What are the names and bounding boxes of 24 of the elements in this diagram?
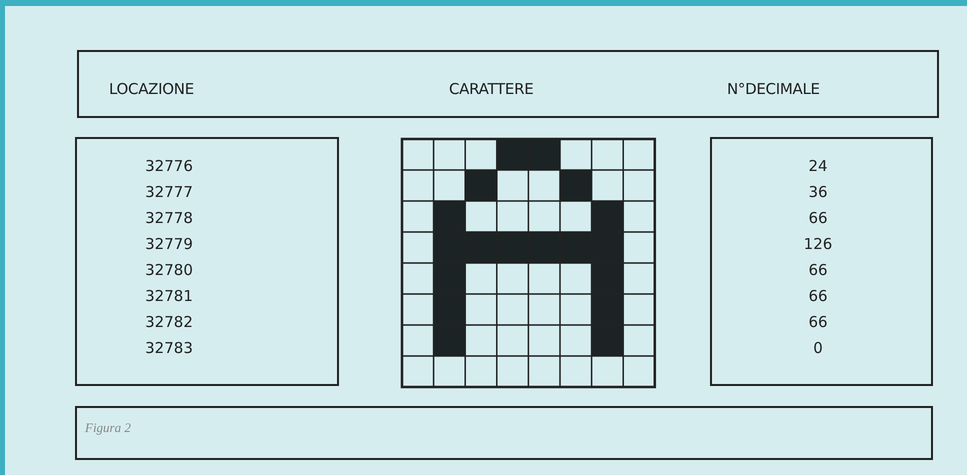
figure-caption: Figura 2 xyxy=(85,420,131,436)
location-number: 32779 xyxy=(144,234,194,255)
column-heading: N°DECIMALE xyxy=(727,80,820,98)
location-number: 32778 xyxy=(144,208,194,229)
location-number: 32781 xyxy=(144,286,194,307)
decimal-value: 0 xyxy=(812,338,824,359)
location-number: 32782 xyxy=(144,312,194,333)
caption-panel xyxy=(75,406,933,460)
value-panel xyxy=(75,137,339,386)
decimal-value: 24 xyxy=(807,156,829,177)
column-heading: CARATTERE xyxy=(449,80,534,98)
column-heading: LOCAZIONE xyxy=(109,80,194,98)
decimal-value: 66 xyxy=(807,260,829,281)
location-number: 32780 xyxy=(144,260,194,281)
header-panel xyxy=(77,50,939,118)
decimal-value: 126 xyxy=(802,234,834,255)
decimal-value: 66 xyxy=(807,312,829,333)
decimal-value: 66 xyxy=(807,286,829,307)
location-number: 32783 xyxy=(144,338,194,359)
location-number: 32777 xyxy=(144,182,194,203)
decimal-value: 66 xyxy=(807,208,829,229)
location-number: 32776 xyxy=(144,156,194,177)
value-panel xyxy=(710,137,933,386)
decimal-value: 36 xyxy=(807,182,829,203)
